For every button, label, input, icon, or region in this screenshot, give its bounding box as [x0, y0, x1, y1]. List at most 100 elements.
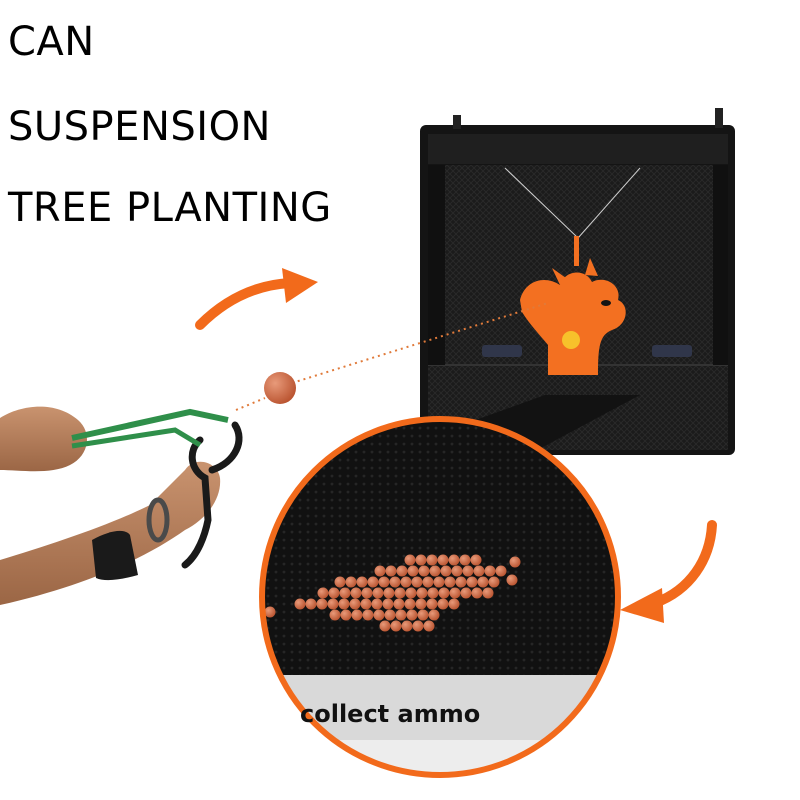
target-box	[420, 108, 735, 455]
ammo-ball	[351, 609, 363, 621]
ammo-ball	[390, 620, 402, 632]
arrow-curved-right-icon	[620, 520, 717, 623]
ammo-ball	[482, 587, 494, 599]
ammo-ball	[484, 565, 496, 577]
ammo-ball	[361, 587, 373, 599]
slingshot-hand	[0, 406, 243, 605]
ammo-ball	[444, 576, 456, 588]
bullseye	[562, 331, 580, 349]
ammo-ball	[488, 576, 500, 588]
ammo-ball	[437, 554, 449, 566]
ammo-ball	[345, 576, 357, 588]
ammo-ball	[471, 587, 483, 599]
ammo-ball	[405, 587, 417, 599]
ammo-ball	[407, 565, 419, 577]
ammo-ball	[462, 565, 474, 577]
ammo-ball	[466, 576, 478, 588]
ammo-ball	[506, 574, 518, 586]
ammo-ball	[404, 598, 416, 610]
ammo-ball	[350, 587, 362, 599]
ammo-ball	[406, 609, 418, 621]
arrow-curved-top-icon	[195, 268, 318, 330]
ammo-ball	[317, 587, 329, 599]
ammo-ball	[362, 609, 374, 621]
ammo-ball	[339, 587, 351, 599]
box-top-band	[428, 134, 728, 164]
ammo-ball	[305, 598, 317, 610]
closeup-ring	[259, 416, 621, 778]
flying-ball	[264, 372, 296, 404]
ammo-ball	[437, 598, 449, 610]
ammo-ball	[394, 587, 406, 599]
ammo-ball	[360, 598, 372, 610]
ammo-ball	[495, 565, 507, 577]
ammo-ball	[385, 565, 397, 577]
ammo-ball	[426, 598, 438, 610]
ammo-ball	[433, 576, 445, 588]
ammo-ball	[448, 554, 460, 566]
collect-ammo-caption: collect ammo	[300, 700, 481, 728]
ammo-ball	[393, 598, 405, 610]
ammo-ball	[426, 554, 438, 566]
ammo-ball	[438, 587, 450, 599]
ammo-ball	[340, 609, 352, 621]
ammo-ball	[451, 565, 463, 577]
ammo-ball	[418, 565, 430, 577]
headline-line-2: SUSPENSION	[8, 104, 271, 150]
ammo-ball	[349, 598, 361, 610]
ammo-ball	[379, 620, 391, 632]
ammo-ball	[338, 598, 350, 610]
trajectory-line	[291, 302, 549, 384]
headline-line-3: TREE PLANTING	[8, 185, 332, 231]
ammo-ball	[412, 620, 424, 632]
rooster-target-icon	[520, 236, 626, 375]
ammo-ball	[367, 576, 379, 588]
ammo-ball	[448, 598, 460, 610]
ammo-ball	[378, 576, 390, 588]
ammo-ball	[374, 565, 386, 577]
ammo-ball	[459, 554, 471, 566]
ammo-ball	[449, 587, 461, 599]
ammo-ball	[401, 620, 413, 632]
ammo-ball	[477, 576, 489, 588]
ammo-ball	[415, 598, 427, 610]
ammo-ball	[334, 576, 346, 588]
ammo-ball	[509, 556, 521, 568]
ammo-ball	[440, 565, 452, 577]
ammo-ball	[404, 554, 416, 566]
ammo-ball	[416, 587, 428, 599]
ammo-ball	[382, 598, 394, 610]
ammo-closeup	[259, 416, 621, 778]
ammo-ball	[329, 609, 341, 621]
ammo-ball	[396, 565, 408, 577]
ammo-ball	[373, 609, 385, 621]
ammo-ball	[417, 609, 429, 621]
ammo-ball	[400, 576, 412, 588]
ammo-ball	[294, 598, 306, 610]
ammo-ball	[327, 598, 339, 610]
ammo-ball	[372, 587, 384, 599]
ammo-ball	[473, 565, 485, 577]
ammo-ball	[422, 576, 434, 588]
ammo-ball	[264, 606, 276, 618]
ammo-ball	[428, 609, 440, 621]
ammo-ball	[470, 554, 482, 566]
collected-balls	[264, 554, 521, 632]
ammo-ball	[411, 576, 423, 588]
ammo-ball	[316, 598, 328, 610]
ammo-ball	[427, 587, 439, 599]
ammo-ball	[429, 565, 441, 577]
ammo-ball	[356, 576, 368, 588]
ammo-ball	[371, 598, 383, 610]
headline-line-1: CAN	[8, 19, 95, 65]
ammo-ball	[384, 609, 396, 621]
ammo-ball	[423, 620, 435, 632]
ammo-ball	[415, 554, 427, 566]
ammo-ball	[328, 587, 340, 599]
ammo-ball	[389, 576, 401, 588]
ammo-ball	[460, 587, 472, 599]
ammo-ball	[383, 587, 395, 599]
ammo-ball	[455, 576, 467, 588]
